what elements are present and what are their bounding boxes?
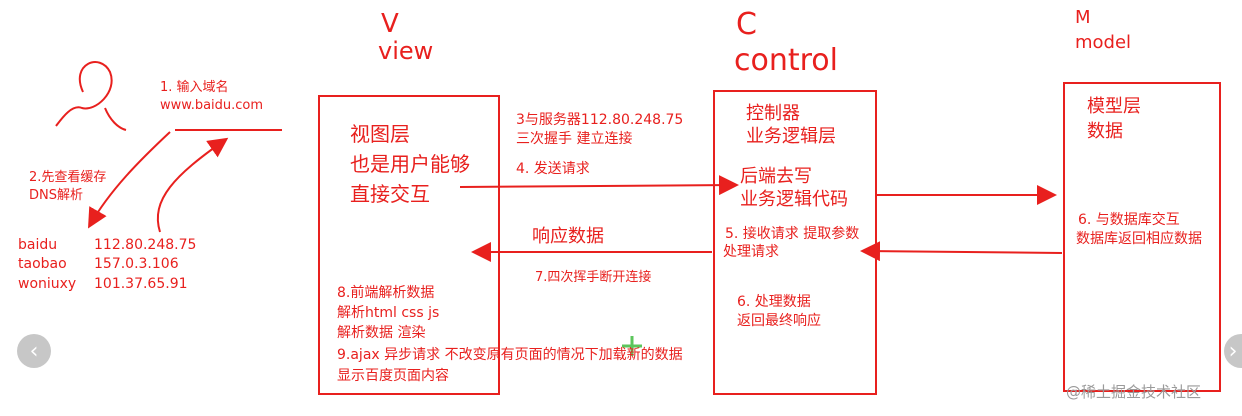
arrow-send-request <box>459 175 739 196</box>
step3-line-1: 3与服务器112.80.248.75 <box>516 112 684 128</box>
prev-slide-button[interactable]: ‹ <box>17 334 51 368</box>
view-note-3: 解析数据 渲染 <box>337 325 426 341</box>
model-title-line-2: 数据 <box>1087 121 1123 142</box>
model-step6-line-2: 数据库返回相应数据 <box>1076 231 1202 247</box>
watermark: @稀土掘金技术社区 <box>1066 383 1202 401</box>
step1-line-2: www.baidu.com <box>160 98 264 113</box>
step2-line-2: DNS解析 <box>29 188 83 203</box>
m-letter: M <box>1075 7 1091 28</box>
control-title-line-1: 控制器 <box>746 103 800 124</box>
model-step6-line-1: 6. 与数据库交互 <box>1078 212 1180 228</box>
dns-name-taobao: taobao <box>18 256 67 272</box>
control-title-line-2: 业务逻辑层 <box>746 126 836 147</box>
control-step6-line-1: 6. 处理数据 <box>737 294 811 310</box>
step2-line-1: 2.先查看缓存 <box>29 170 107 185</box>
step3-line-2: 三次握手 建立连接 <box>516 131 633 147</box>
dns-name-woniuxy: woniuxy <box>18 276 77 292</box>
move-cursor-icon <box>622 336 642 356</box>
view-box <box>318 95 500 395</box>
backend-line-1: 后端去写 <box>740 166 812 187</box>
step4-label: 4. 发送请求 <box>516 161 590 177</box>
c-word: control <box>734 43 838 78</box>
step1-line-1: 1. 输入域名 <box>160 80 229 95</box>
chevron-left-icon: ‹ <box>29 338 39 364</box>
view-note-2: 解析html css js <box>337 305 440 321</box>
view-note-4: 9.ajax 异步请求 不改变原有页面的情况下加载新的数据 <box>337 347 683 363</box>
dns-lookup-arrow <box>88 131 171 229</box>
user-figure <box>55 61 127 131</box>
dns-ip-woniuxy: 101.37.65.91 <box>94 276 188 292</box>
view-title-line-2: 也是用户能够 <box>350 152 470 176</box>
control-step5-line-2: 处理请求 <box>723 244 779 260</box>
arrow-model-return <box>860 241 1063 262</box>
dns-name-baidu: baidu <box>18 237 58 253</box>
step7-label: 7.四次挥手断开连接 <box>535 270 652 285</box>
dns-ip-baidu: 112.80.248.75 <box>94 237 197 253</box>
view-title-line-3: 直接交互 <box>350 182 430 206</box>
next-slide-button[interactable]: › <box>1224 334 1242 368</box>
response-label: 响应数据 <box>532 226 604 247</box>
dns-ip-taobao: 157.0.3.106 <box>94 256 179 272</box>
model-box <box>1063 82 1221 392</box>
dns-return-arrow <box>156 137 229 233</box>
view-note-1: 8.前端解析数据 <box>337 285 435 301</box>
m-word: model <box>1075 32 1132 53</box>
model-title-line-1: 模型层 <box>1087 96 1141 117</box>
view-title-line-1: 视图层 <box>350 122 410 146</box>
chevron-right-icon: › <box>1228 338 1238 364</box>
v-letter: V <box>381 9 399 39</box>
control-box <box>713 90 877 395</box>
v-word: view <box>378 37 434 65</box>
control-step5-line-1: 5. 接收请求 提取参数 <box>725 226 860 242</box>
backend-line-2: 业务逻辑代码 <box>740 189 848 210</box>
control-step6-line-2: 返回最终响应 <box>737 313 821 329</box>
view-note-5: 显示百度页面内容 <box>337 368 449 384</box>
c-letter: C <box>736 7 757 42</box>
